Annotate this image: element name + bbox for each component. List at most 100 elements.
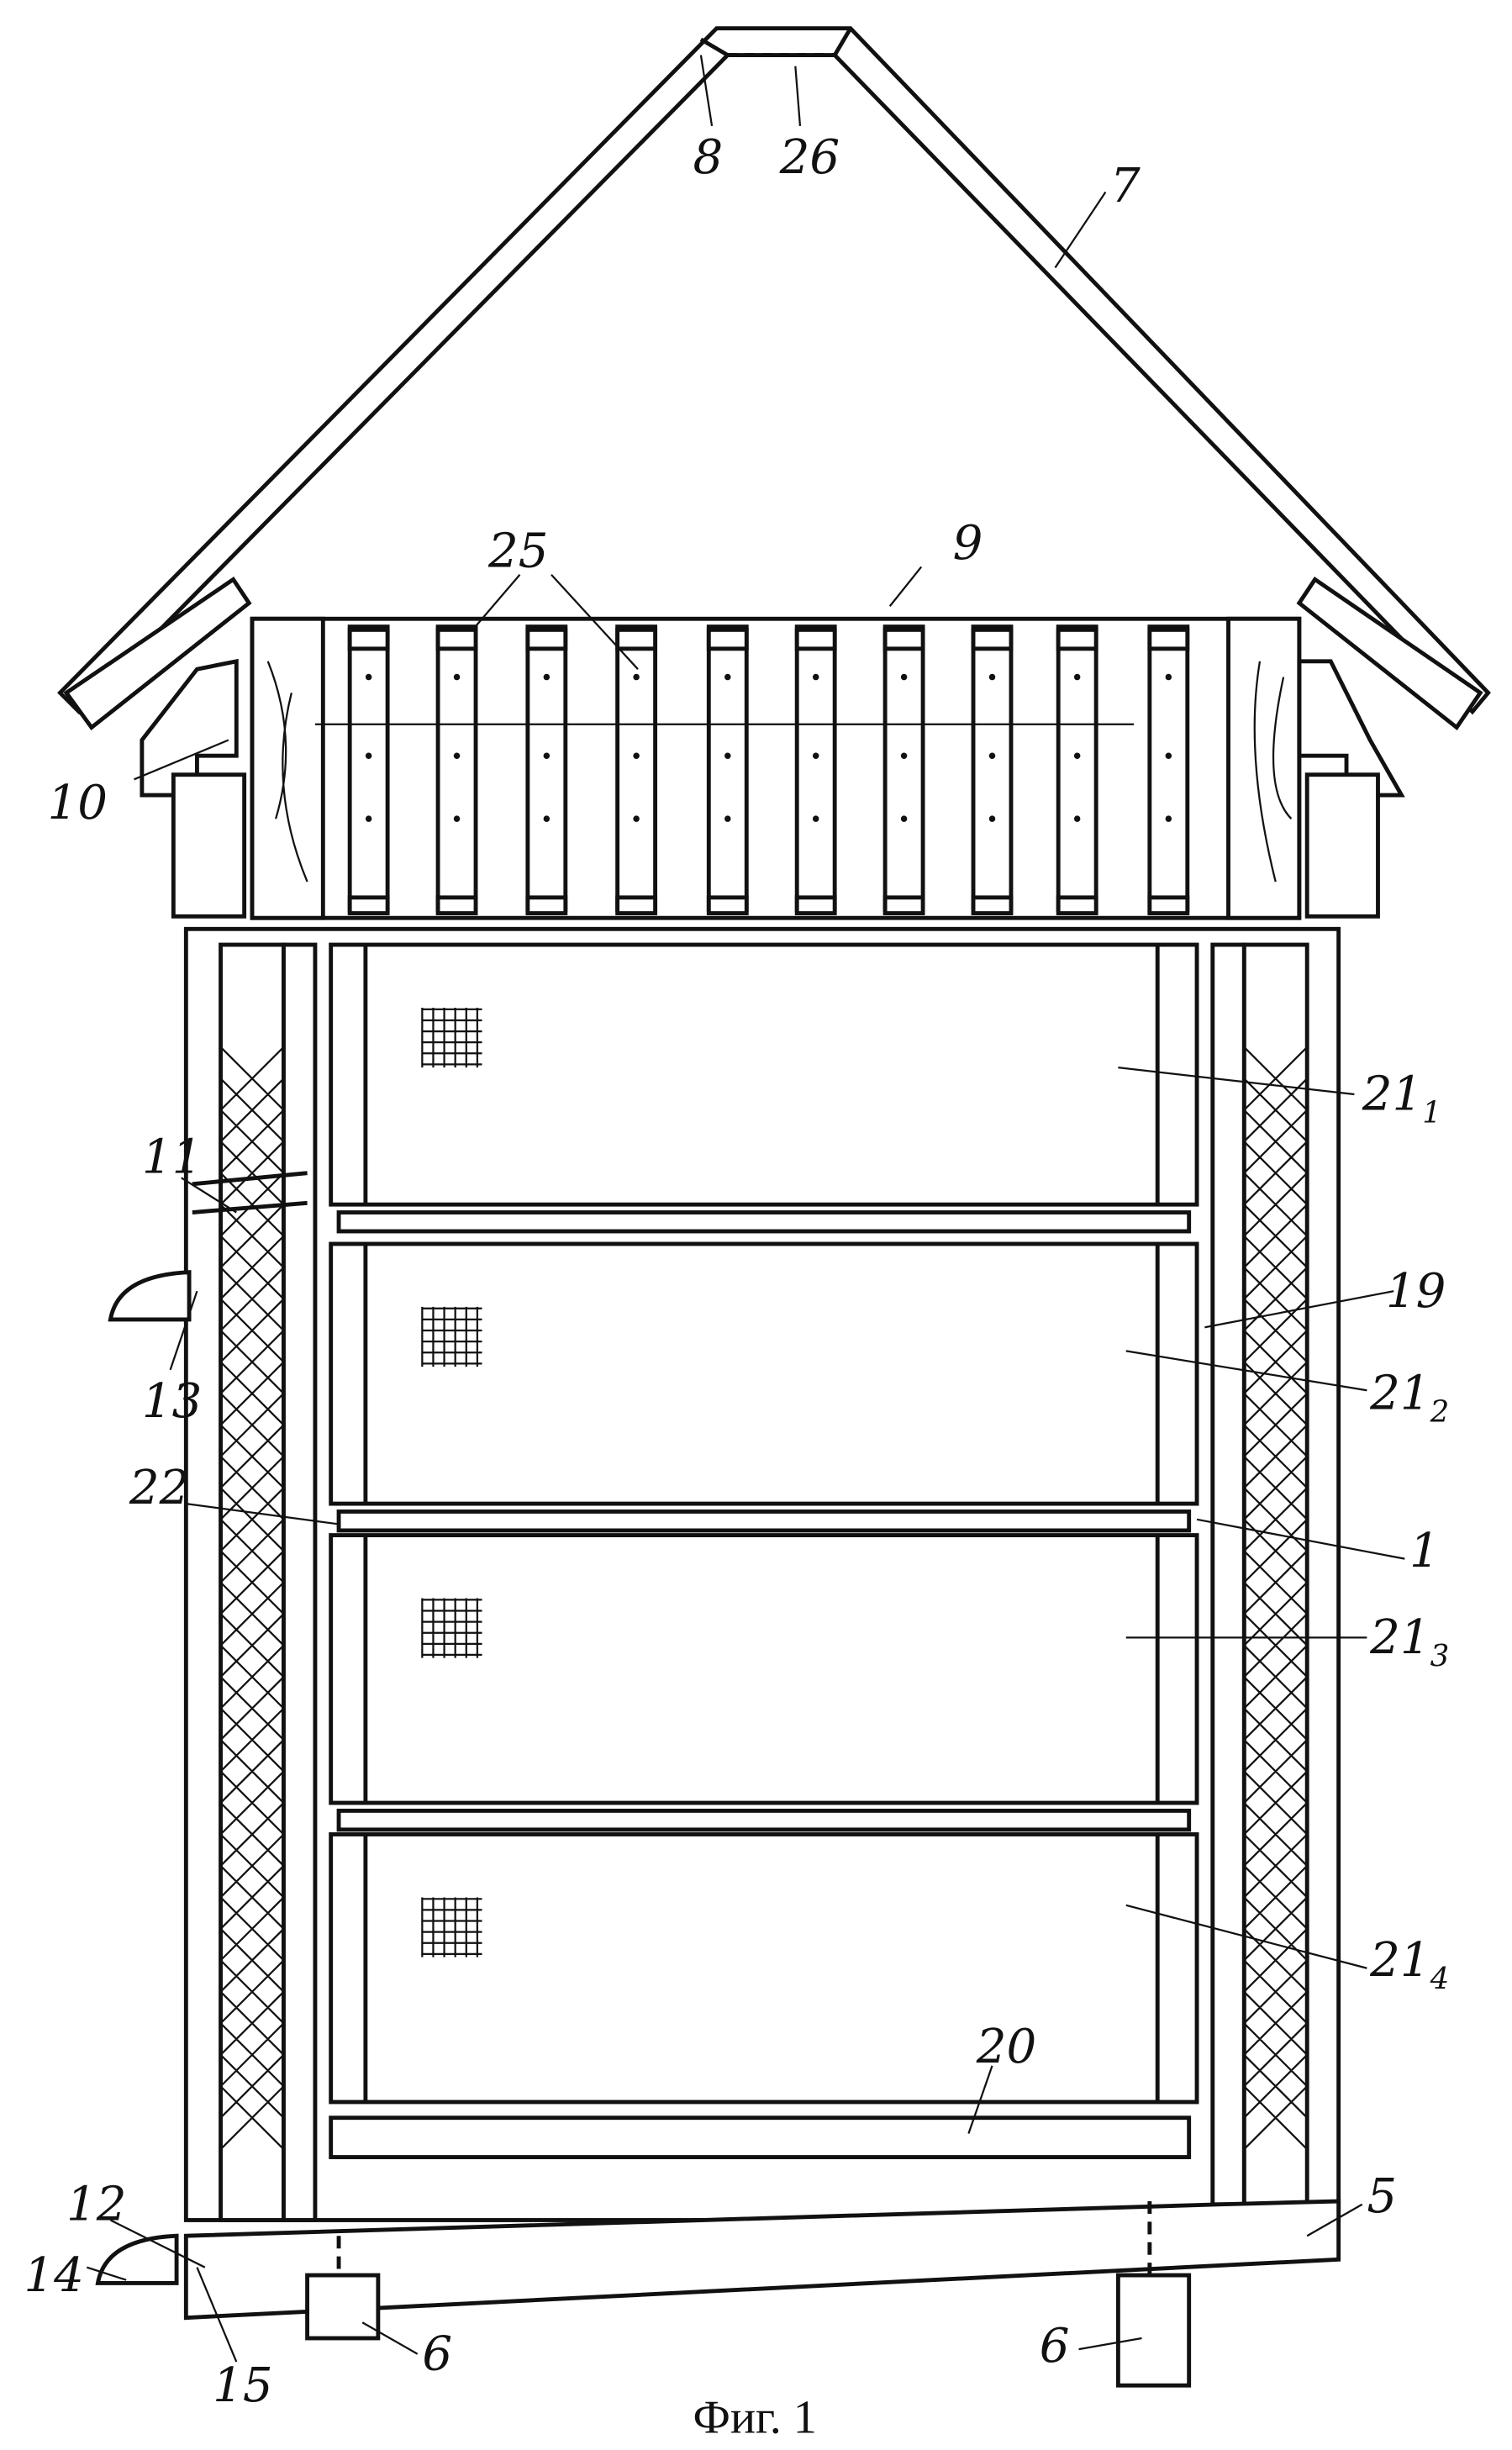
label-7: 7 bbox=[1110, 159, 1141, 213]
box-21-4 bbox=[329, 1832, 1199, 2105]
leader-lines bbox=[86, 55, 1405, 2363]
mesh-line bbox=[422, 1897, 482, 1957]
label-14: 14 bbox=[24, 2248, 84, 2303]
frame-dot bbox=[1073, 815, 1081, 822]
frame-bar-top bbox=[1147, 627, 1190, 651]
top-frame-25 bbox=[347, 624, 390, 913]
top-frame-25 bbox=[794, 624, 837, 913]
label-12: 12 bbox=[66, 2177, 127, 2231]
frame-block-9 bbox=[250, 616, 1302, 920]
label-5: 5 bbox=[1367, 2169, 1397, 2224]
top-frame-25 bbox=[882, 624, 925, 913]
label-21-3: 213 bbox=[1369, 1610, 1449, 1673]
mesh-line bbox=[422, 1598, 482, 1658]
label-26: 26 bbox=[779, 130, 840, 185]
frame-bar-bottom bbox=[971, 895, 1014, 916]
frame-dot bbox=[812, 752, 819, 759]
frame-bar-bottom bbox=[794, 895, 837, 916]
box-side-lines bbox=[363, 945, 1160, 1205]
frame-dot bbox=[543, 673, 551, 681]
box-21-3 bbox=[329, 1533, 1199, 1805]
frame-dot bbox=[633, 815, 640, 822]
mesh-window-icon bbox=[421, 1007, 482, 1068]
mesh-window-icon bbox=[421, 1897, 482, 1957]
mesh-line bbox=[422, 1897, 482, 1957]
leg-6-left bbox=[305, 2273, 381, 2341]
mesh-window-icon bbox=[421, 1598, 482, 1658]
mesh-line bbox=[421, 1598, 482, 1658]
mesh-line bbox=[422, 1897, 482, 1957]
mesh-line bbox=[422, 1306, 482, 1367]
mesh-line bbox=[422, 1598, 482, 1658]
label-6-left: 6 bbox=[422, 2326, 452, 2381]
frame-dot bbox=[812, 673, 819, 681]
mesh-line bbox=[421, 1306, 482, 1367]
mesh-line bbox=[422, 1007, 482, 1068]
frame-dot bbox=[988, 752, 996, 759]
frame-bar-bottom bbox=[1147, 895, 1190, 916]
frame-bar-bottom bbox=[882, 895, 925, 916]
top-frame-25 bbox=[1147, 624, 1190, 913]
box-side-lines bbox=[363, 1834, 1160, 2102]
reference-labels: 8 26 7 25 9 10 211 11 13 19 212 22 1 213… bbox=[24, 130, 1449, 2443]
frame-dot bbox=[988, 815, 996, 822]
mesh-line bbox=[422, 1897, 482, 1957]
label-21-4: 214 bbox=[1369, 1933, 1449, 1996]
roof-7 bbox=[57, 26, 1491, 731]
label-25: 25 bbox=[487, 524, 549, 578]
label-21-2: 212 bbox=[1369, 1367, 1449, 1430]
mesh-line bbox=[421, 1007, 482, 1068]
eave-blocks-10 bbox=[140, 658, 1405, 919]
top-frame-25 bbox=[971, 624, 1014, 913]
mesh-line bbox=[422, 1007, 482, 1068]
frame-dot bbox=[453, 815, 461, 822]
frame-dot bbox=[453, 673, 461, 681]
frame-bar-bottom bbox=[525, 895, 568, 916]
box-side-lines bbox=[363, 1535, 1160, 1804]
mesh-window-icon bbox=[421, 1306, 482, 1367]
boxes-21 bbox=[329, 942, 1199, 2105]
box-side-lines bbox=[363, 1243, 1160, 1504]
frame-bar-bottom bbox=[1056, 895, 1098, 916]
separator-22 bbox=[336, 1808, 1192, 1832]
frame-dot bbox=[1165, 752, 1172, 759]
mesh-line bbox=[422, 1306, 482, 1367]
box-21-1 bbox=[329, 942, 1199, 1207]
frame-dot bbox=[633, 673, 640, 681]
frame-bar-top bbox=[971, 627, 1014, 651]
wood-grain bbox=[266, 661, 1293, 883]
mesh-line bbox=[422, 1306, 482, 1367]
mesh-line bbox=[422, 1598, 482, 1658]
mesh-line bbox=[422, 1306, 482, 1367]
mesh-line bbox=[422, 1598, 482, 1658]
label-6-right: 6 bbox=[1040, 2319, 1070, 2374]
mesh-line bbox=[422, 1007, 482, 1068]
frame-bar-top bbox=[525, 627, 568, 651]
top-frame-25 bbox=[706, 624, 749, 913]
top-frame-25 bbox=[525, 624, 568, 913]
frame-bar-bottom bbox=[347, 895, 390, 916]
frame-bar-bottom bbox=[615, 895, 658, 916]
bottom-board-20 bbox=[329, 2115, 1192, 2159]
base-5 bbox=[95, 1171, 1341, 2388]
landing-strip-13 bbox=[108, 1270, 192, 1322]
frame-dot bbox=[724, 673, 731, 681]
frame-dot bbox=[1165, 673, 1172, 681]
top-frame-25 bbox=[435, 624, 478, 913]
insulation-crosshatch bbox=[219, 1046, 1308, 2150]
mesh-line bbox=[422, 1897, 482, 1957]
frame-dot bbox=[365, 673, 372, 681]
frame-dot bbox=[1073, 752, 1081, 759]
frame-bar-top bbox=[706, 627, 749, 651]
frame-bar-top bbox=[347, 627, 390, 651]
frame-bar-top bbox=[882, 627, 925, 651]
frame-dot bbox=[724, 752, 731, 759]
label-10: 10 bbox=[47, 776, 108, 830]
label-21-1: 211 bbox=[1362, 1067, 1441, 1130]
separator-22 bbox=[336, 1210, 1192, 1234]
label-9: 9 bbox=[953, 516, 983, 571]
frame-dot bbox=[1165, 815, 1172, 822]
frame-bar-top bbox=[1056, 627, 1098, 651]
label-22: 22 bbox=[129, 1461, 190, 1515]
